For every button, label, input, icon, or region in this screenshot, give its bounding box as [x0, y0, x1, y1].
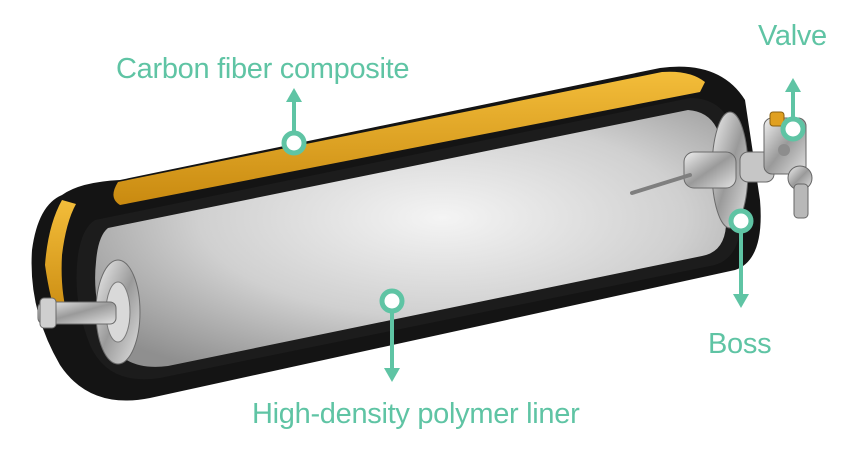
- callout-valve: [780, 78, 806, 142]
- callout-liner: [379, 288, 405, 382]
- callout-dot-icon: [780, 116, 806, 142]
- callout-dot-icon: [728, 208, 754, 234]
- label-polymer-liner: High-density polymer liner: [252, 398, 580, 430]
- callout-dot-icon: [379, 288, 405, 314]
- polymer-liner: [95, 110, 727, 367]
- callout-dot-icon: [281, 130, 307, 156]
- callout-boss: [728, 208, 754, 308]
- callout-carbon-fiber: [281, 88, 307, 156]
- arrow-up-icon: [286, 88, 302, 102]
- label-valve: Valve: [758, 20, 827, 52]
- carbon-fiber-band: [113, 71, 706, 205]
- label-carbon-fiber-composite: Carbon fiber composite: [116, 53, 410, 85]
- carbon-fiber-left-end: [45, 200, 76, 320]
- arrow-up-icon: [785, 78, 801, 92]
- arrow-down-icon: [733, 294, 749, 308]
- arrow-down-icon: [384, 368, 400, 382]
- label-boss: Boss: [708, 328, 772, 360]
- left-boss-fitting: [37, 259, 141, 365]
- valve-assembly: [763, 111, 813, 219]
